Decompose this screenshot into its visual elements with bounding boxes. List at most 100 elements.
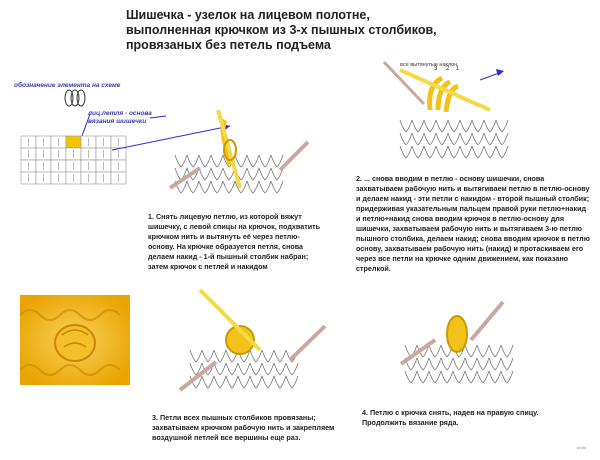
stitch [399, 119, 413, 133]
stitch [483, 145, 497, 159]
stitch [222, 180, 236, 194]
step-1-text: 1. Снять лицевую петлю, из которой вяжут… [148, 212, 321, 271]
needle-caption: все вытянутые наклон [400, 62, 458, 68]
stitch [198, 167, 212, 181]
stitch [201, 349, 215, 363]
step-2-text: 2. ... снова вводим в петлю - основу шиш… [356, 174, 590, 273]
loop-caption: лиц.петля - основа вязания шишечки [88, 110, 152, 125]
stitch [428, 370, 442, 384]
stitch [213, 349, 227, 363]
stitch [495, 132, 509, 146]
stitch [423, 145, 437, 159]
stitch [435, 145, 449, 159]
stitch [488, 370, 502, 384]
stitch [404, 370, 418, 384]
stitch [249, 375, 263, 389]
stitch [459, 145, 473, 159]
stitch [488, 344, 502, 358]
stitch [261, 349, 275, 363]
stitch [285, 362, 299, 376]
stitch [440, 370, 454, 384]
stitch [447, 119, 461, 133]
stitch [483, 132, 497, 146]
bobble-photo [19, 295, 130, 385]
stitch [411, 132, 425, 146]
stitch [201, 375, 215, 389]
loop-number-1: 1 [456, 66, 460, 72]
step3-illustration [178, 288, 327, 392]
stitch [500, 357, 514, 371]
stitch [186, 180, 200, 194]
stitch [500, 370, 514, 384]
stitch [471, 132, 485, 146]
stitch [198, 154, 212, 168]
stitch [476, 370, 490, 384]
stitch [225, 375, 239, 389]
stitch [471, 119, 485, 133]
stitch [285, 375, 299, 389]
step-4-text: 4. Петлю с крючка снять, надев на правую… [362, 408, 539, 427]
stitch [198, 180, 212, 194]
stitch [464, 370, 478, 384]
stitch [270, 167, 284, 181]
step4-illustration [399, 300, 514, 384]
stitch [471, 145, 485, 159]
stitch [495, 119, 509, 133]
stitch [416, 357, 430, 371]
stitch [428, 357, 442, 371]
stitch [435, 132, 449, 146]
stitch [237, 362, 251, 376]
stitch [452, 370, 466, 384]
stitch [189, 349, 203, 363]
chart-grid [20, 135, 127, 185]
stitch [246, 180, 260, 194]
knit-fabric [404, 344, 514, 384]
stitch [435, 119, 449, 133]
stitch [452, 357, 466, 371]
knit-fabric [399, 119, 509, 159]
stitch [174, 154, 188, 168]
stitch [399, 132, 413, 146]
stitch [447, 145, 461, 159]
stitch [447, 132, 461, 146]
stitch [258, 154, 272, 168]
stitch [476, 344, 490, 358]
legend-arrow-icon [81, 113, 167, 137]
loop-number-2: 2 [446, 66, 450, 72]
stitch [500, 344, 514, 358]
stitch [258, 167, 272, 181]
stitch [270, 154, 284, 168]
loop-number-3: 3 [434, 66, 438, 72]
bobble-symbol-icon [64, 89, 86, 107]
stitch [246, 154, 260, 168]
stitch [399, 145, 413, 159]
stitch [273, 375, 287, 389]
stitch [488, 357, 502, 371]
stitch [423, 119, 437, 133]
stitch [411, 145, 425, 159]
stitch [464, 344, 478, 358]
stitch [495, 145, 509, 159]
stitch [428, 344, 442, 358]
stitch [423, 132, 437, 146]
stitch [213, 375, 227, 389]
stitch [258, 180, 272, 194]
stitch [249, 362, 263, 376]
stitch [234, 154, 248, 168]
stitch [270, 180, 284, 194]
stitch [416, 370, 430, 384]
stitch [210, 154, 224, 168]
stitch [411, 119, 425, 133]
stitch [222, 167, 236, 181]
stitch [186, 154, 200, 168]
stitch [261, 375, 275, 389]
stitch [261, 362, 275, 376]
knit-fabric [174, 154, 284, 194]
signature: stroki [576, 445, 586, 450]
step2-illustration: 3 2 1 [382, 60, 509, 159]
stitch [225, 362, 239, 376]
stitch [440, 357, 454, 371]
stitch [237, 375, 251, 389]
stitch [459, 132, 473, 146]
stitch [210, 180, 224, 194]
